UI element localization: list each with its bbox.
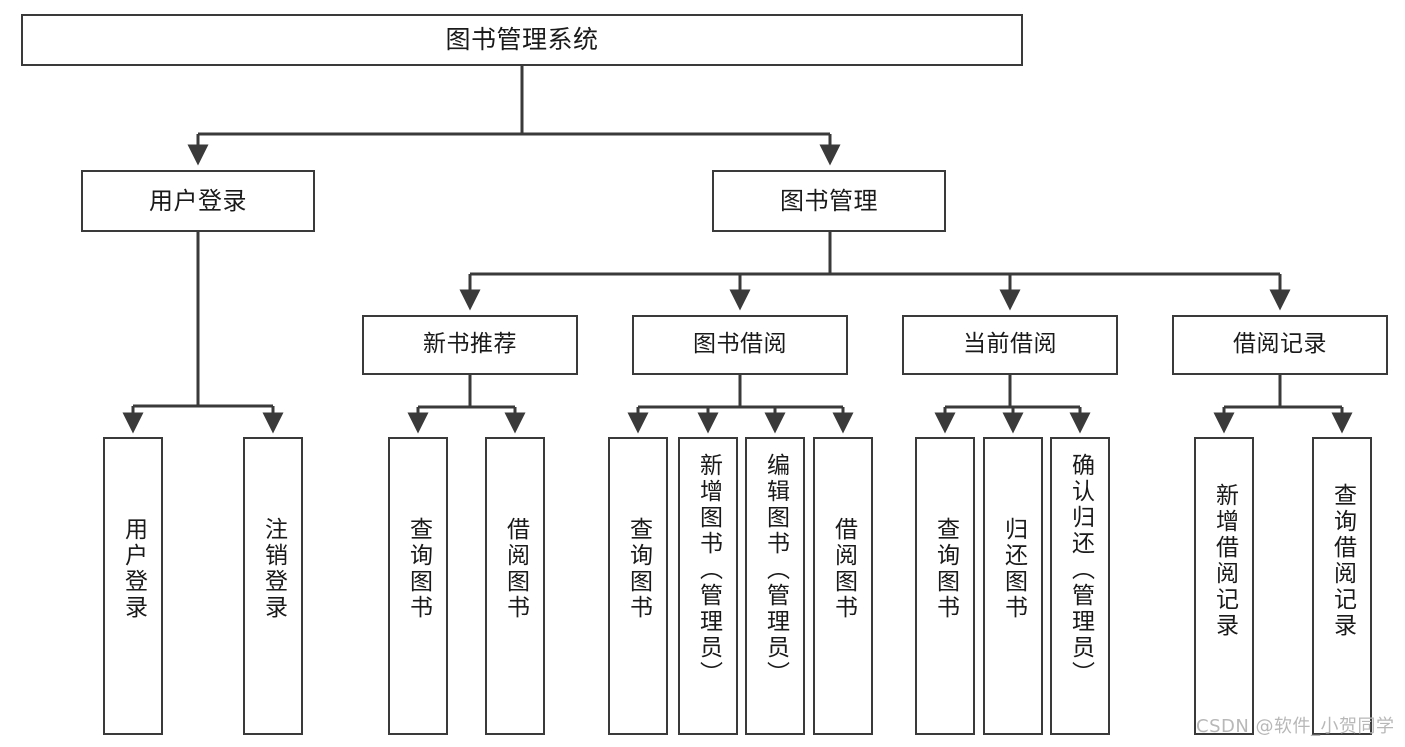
node-root-system[interactable]: 图书管理系统 <box>21 14 1023 66</box>
node-label: 确认归还（管理员） <box>1067 453 1094 687</box>
node-label: 图书借阅 <box>693 331 787 358</box>
leaf-edit-book-admin[interactable]: 编辑图书（管理员） <box>745 437 805 735</box>
node-label: 借阅图书 <box>502 517 529 621</box>
node-label: 注销登录 <box>260 517 287 621</box>
leaf-add-borrow-record[interactable]: 新增借阅记录 <box>1194 437 1254 735</box>
node-borrow-record[interactable]: 借阅记录 <box>1172 315 1388 375</box>
node-label: 查询借阅记录 <box>1329 483 1356 639</box>
node-label: 查询图书 <box>625 517 652 621</box>
node-label: 查询图书 <box>932 517 959 621</box>
leaf-query-book-current[interactable]: 查询图书 <box>915 437 975 735</box>
node-book-management[interactable]: 图书管理 <box>712 170 946 232</box>
leaf-user-logout[interactable]: 注销登录 <box>243 437 303 735</box>
node-label: 用户登录 <box>149 186 247 215</box>
leaf-query-book-recommend[interactable]: 查询图书 <box>388 437 448 735</box>
node-label: 借阅图书 <box>830 517 857 621</box>
node-label: 查询图书 <box>405 517 432 621</box>
node-label: 编辑图书（管理员） <box>762 453 789 687</box>
leaf-borrow-book[interactable]: 借阅图书 <box>813 437 873 735</box>
node-user-login[interactable]: 用户登录 <box>81 170 315 232</box>
leaf-return-book[interactable]: 归还图书 <box>983 437 1043 735</box>
node-label: 新书推荐 <box>423 331 517 358</box>
leaf-add-book-admin[interactable]: 新增图书（管理员） <box>678 437 738 735</box>
node-label: 新增借阅记录 <box>1211 483 1238 639</box>
leaf-confirm-return-admin[interactable]: 确认归还（管理员） <box>1050 437 1110 735</box>
node-current-borrow[interactable]: 当前借阅 <box>902 315 1118 375</box>
leaf-borrow-book-recommend[interactable]: 借阅图书 <box>485 437 545 735</box>
node-label: 用户登录 <box>120 517 147 621</box>
node-label: 当前借阅 <box>963 331 1057 358</box>
node-new-book-recommend[interactable]: 新书推荐 <box>362 315 578 375</box>
node-label: 新增图书（管理员） <box>695 453 722 687</box>
leaf-query-borrow-record[interactable]: 查询借阅记录 <box>1312 437 1372 735</box>
leaf-query-book-borrow[interactable]: 查询图书 <box>608 437 668 735</box>
csdn-watermark: CSDN @软件_小贺同学 <box>1196 716 1395 737</box>
node-label: 图书管理系统 <box>445 25 599 54</box>
node-label: 归还图书 <box>1000 517 1027 621</box>
leaf-user-login[interactable]: 用户登录 <box>103 437 163 735</box>
node-book-borrow[interactable]: 图书借阅 <box>632 315 848 375</box>
node-label: 借阅记录 <box>1233 331 1327 358</box>
node-label: 图书管理 <box>780 186 878 215</box>
